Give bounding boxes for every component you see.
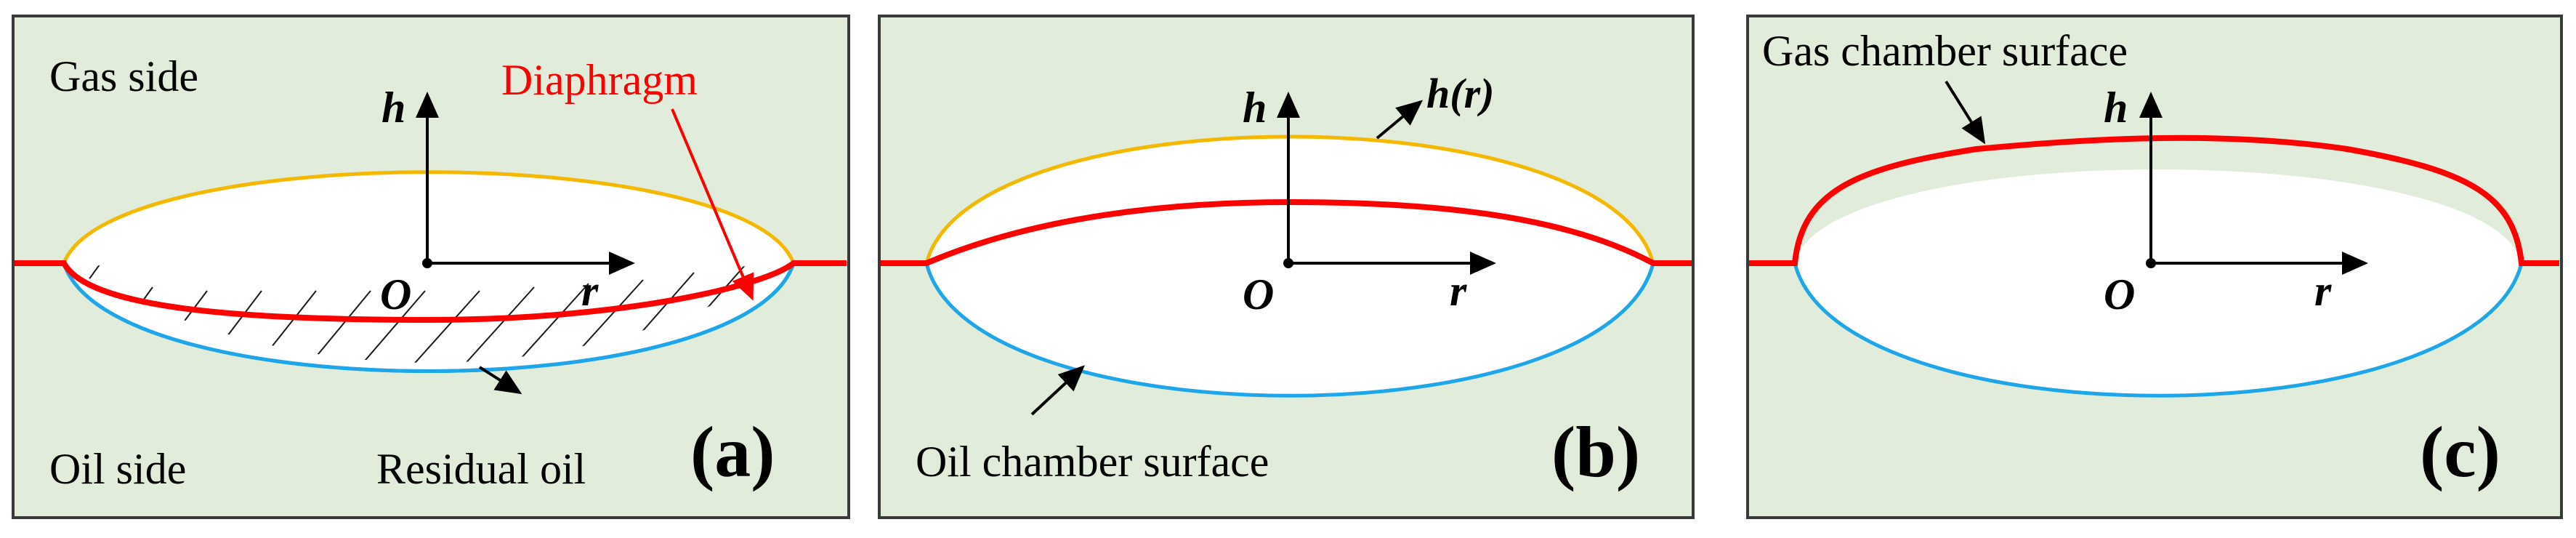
panel-a-diaphragm-label: Diaphragm bbox=[501, 56, 698, 104]
panel-a-residual-arrow bbox=[478, 366, 522, 395]
panel-a-label: (a) bbox=[690, 411, 775, 492]
panel-c-origin-label: O bbox=[2104, 270, 2135, 318]
panel-b: h(r) Oil chamber surface h r O (b) bbox=[878, 15, 1695, 519]
panel-b-h-label: h bbox=[1243, 84, 1267, 132]
panel-c-h-label: h bbox=[2104, 84, 2128, 132]
panel-c-label: (c) bbox=[2420, 411, 2500, 492]
panel-a-origin-dot bbox=[422, 258, 432, 268]
panel-a-gas-side: Gas side bbox=[49, 52, 198, 100]
panel-c-lower-surface bbox=[1795, 169, 2522, 396]
panel-b-label: (b) bbox=[1551, 411, 1640, 492]
panel-a-diaphragm-arrow bbox=[671, 108, 754, 301]
panel-b-r-label: r bbox=[1450, 267, 1467, 315]
panel-a-h-label: h bbox=[381, 84, 405, 132]
panel-a: Gas side Oil side Diaphragm Residual oil… bbox=[12, 15, 850, 519]
panel-b-hr-label: h(r) bbox=[1426, 70, 1494, 117]
panel-b-origin-label: O bbox=[1243, 270, 1274, 318]
panel-c-diaphragm bbox=[1749, 134, 2559, 266]
panel-b-oil-arrow bbox=[1030, 365, 1085, 416]
panel-c-r-label: r bbox=[2314, 267, 2332, 315]
panel-a-origin-label: O bbox=[380, 270, 411, 318]
panel-c-gas-arrow bbox=[1945, 80, 1986, 145]
panel-c-gas-surface-label: Gas chamber surface bbox=[1762, 27, 2128, 75]
panel-c: Gas chamber surface h r O (c) bbox=[1746, 15, 2563, 519]
panel-a-oil-side: Oil side bbox=[49, 445, 186, 493]
panel-a-r-label: r bbox=[581, 267, 599, 315]
panel-b-oil-surface-label: Oil chamber surface bbox=[916, 438, 1269, 486]
panel-c-origin-dot bbox=[2146, 258, 2156, 268]
panel-b-origin-dot bbox=[1283, 258, 1293, 268]
panel-a-residual-label: Residual oil bbox=[376, 445, 586, 493]
panel-b-hr-arrow bbox=[1376, 100, 1424, 140]
panel-b-lower-surface bbox=[924, 262, 1655, 398]
